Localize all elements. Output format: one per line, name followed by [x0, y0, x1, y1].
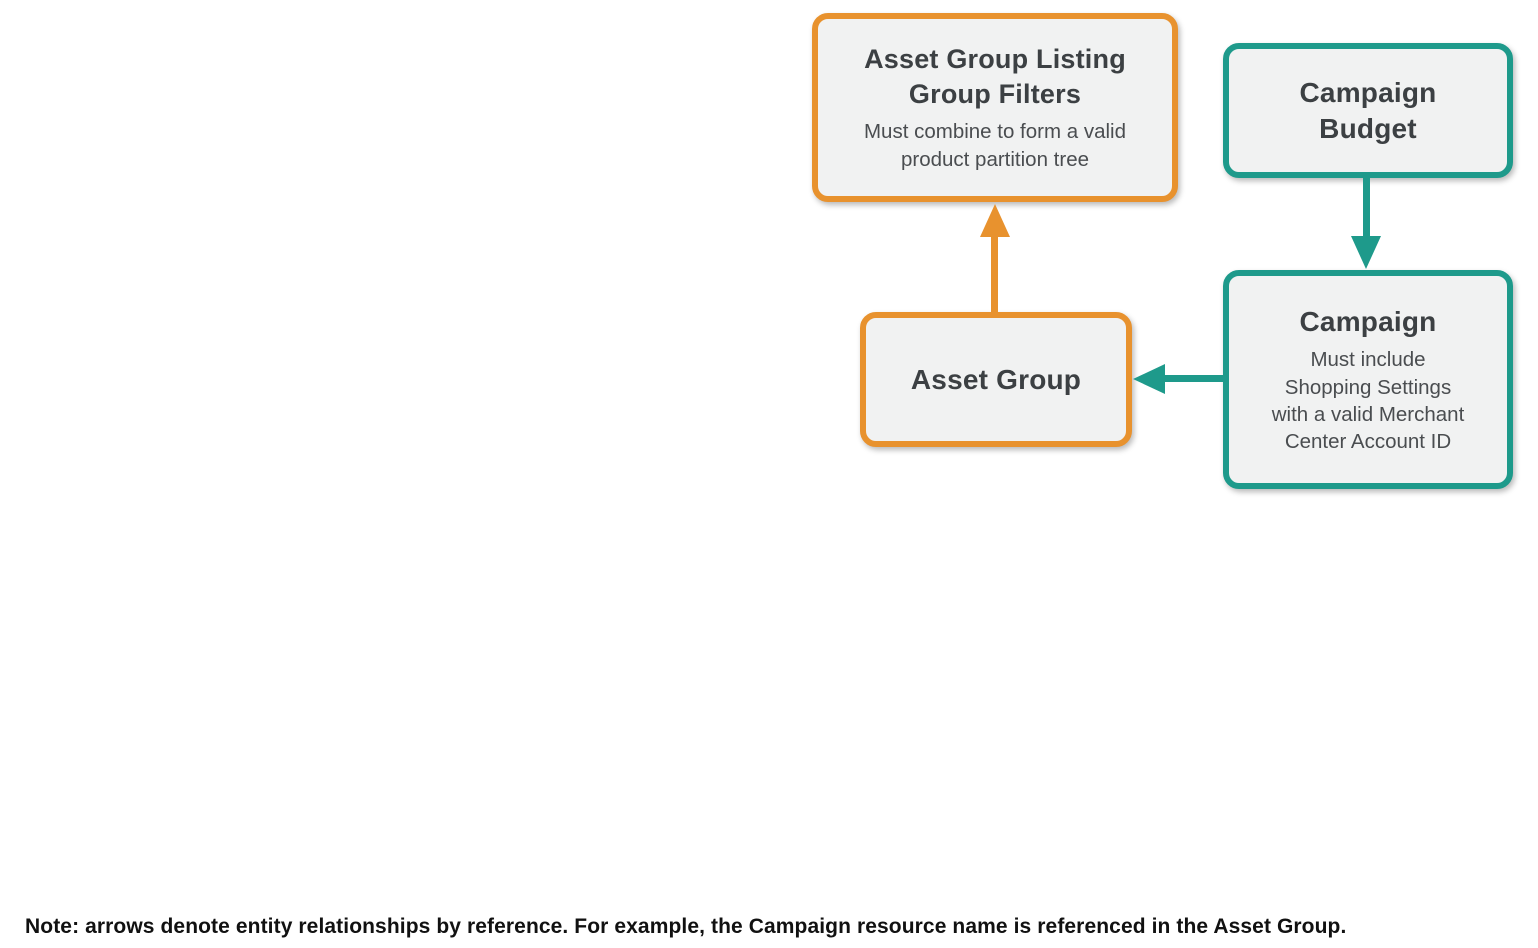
- arrow-shaft: [1161, 375, 1223, 382]
- node-campaign-budget: Campaign Budget: [1223, 43, 1513, 178]
- node-asset-group: Asset Group: [860, 312, 1132, 447]
- node-campaign: Campaign Must include Shopping Settings …: [1223, 270, 1513, 489]
- node-subtitle: Must include Shopping Settings with a va…: [1271, 348, 1465, 454]
- node-title: Campaign: [1299, 305, 1437, 337]
- footnote: Note: arrows denote entity relationships…: [25, 915, 1347, 938]
- node-asset-group-listing-group-filters: Asset Group Listing Group Filters Must c…: [812, 13, 1178, 202]
- node-title: Asset Group: [910, 363, 1082, 395]
- node-title: Campaign Budget: [1299, 76, 1437, 144]
- arrow-shaft: [1363, 177, 1370, 239]
- node-subtitle: Must combine to form a valid product par…: [863, 120, 1127, 171]
- node-title: Asset Group Listing Group Filters: [864, 44, 1126, 109]
- arrow-left-head-icon: [1133, 364, 1165, 394]
- arrow-up-head-icon: [980, 204, 1010, 237]
- arrow-shaft: [991, 233, 998, 313]
- arrow-down-head-icon: [1351, 236, 1381, 269]
